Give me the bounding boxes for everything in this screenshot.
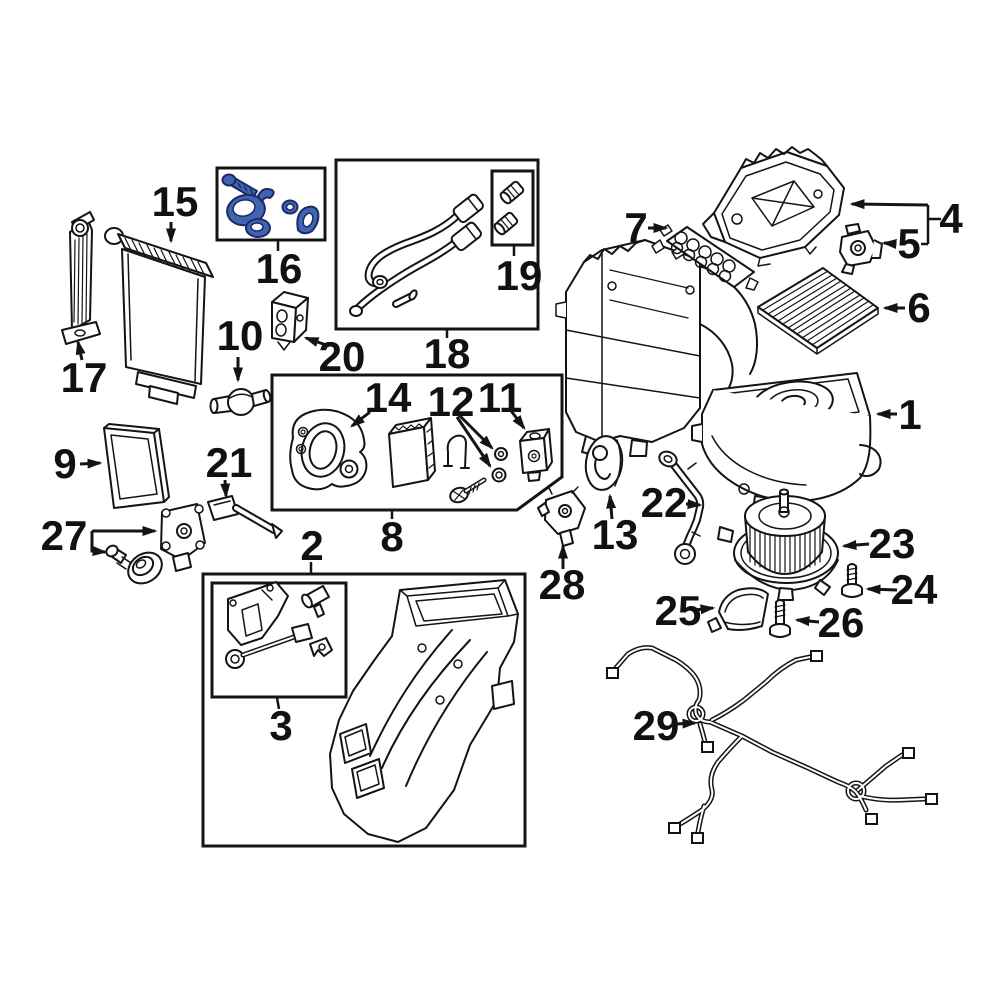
part-cover-scoop (707, 587, 769, 633)
group-hose-assembly-box (334, 158, 540, 331)
callout-1-label[interactable]: 1 (898, 391, 921, 438)
callout-17-label[interactable]: 17 (61, 354, 108, 401)
callout-9-arrow (79, 458, 103, 469)
group-heater-case-box (201, 572, 527, 848)
part-pipe-bracket (271, 291, 309, 351)
part-filter-panel (103, 423, 170, 509)
callout-15-label[interactable]: 15 (152, 178, 199, 225)
part-upper-inlet-housing (702, 146, 845, 267)
callout-4-bracket (921, 205, 941, 246)
callout-14-arrow (350, 410, 371, 428)
callout-5-arrow (881, 239, 897, 250)
part-blower-motor (717, 488, 839, 601)
callout-16-label[interactable]: 16 (256, 245, 303, 292)
callout-4-label[interactable]: 4 (939, 195, 963, 242)
callout-5-label[interactable]: 5 (897, 220, 920, 267)
part-side-bracket (61, 211, 101, 345)
callout-27-arrow-b (90, 531, 108, 557)
callout-21-label[interactable]: 21 (206, 439, 253, 486)
part-housing-bracket (839, 223, 883, 275)
part-check-valve (209, 388, 272, 416)
callout-8-label[interactable]: 8 (380, 513, 403, 560)
callout-22-label[interactable]: 22 (641, 479, 688, 526)
callout-12-arrow-b (455, 416, 492, 469)
callout-6-label[interactable]: 6 (907, 284, 930, 331)
callout-7-label[interactable]: 7 (624, 204, 647, 251)
callout-29-label[interactable]: 29 (633, 702, 680, 749)
callout-23-arrow (841, 540, 870, 550)
callout-24-arrow (865, 584, 898, 595)
callout-20-arrow (303, 336, 330, 348)
part-aspirator-funnel (105, 544, 163, 585)
callout-12-label[interactable]: 12 (428, 378, 475, 425)
callout-10-label[interactable]: 10 (217, 312, 264, 359)
part-actuator (160, 503, 206, 572)
group-seal-kit-box (215, 166, 327, 242)
callout-11-label[interactable]: 11 (478, 374, 522, 421)
callout-21-arrow (220, 479, 231, 499)
callout-3-leader (275, 697, 281, 710)
callout-23-label[interactable]: 23 (869, 520, 916, 567)
callout-28-label[interactable]: 28 (539, 561, 586, 608)
part-link-rod (207, 495, 283, 539)
callout-26-arrow (794, 616, 820, 627)
callout-25-arrow (693, 604, 716, 615)
callout-22-arrow (685, 499, 703, 510)
callout-13-label[interactable]: 13 (592, 511, 639, 558)
callout-25-label[interactable]: 25 (655, 587, 702, 634)
part-drain-tube (658, 450, 705, 565)
callout-20-label[interactable]: 20 (319, 333, 366, 380)
part-screw-26 (769, 599, 791, 638)
callout-2-label[interactable]: 2 (300, 522, 323, 569)
callout-27-label[interactable]: 27 (41, 512, 88, 559)
callout-29-arrow (675, 718, 698, 729)
part-hvac-housing-assembly (555, 239, 882, 511)
part-sensor-actuator (537, 485, 586, 547)
callout-24-label[interactable]: 24 (891, 566, 938, 613)
callout-3-label[interactable]: 3 (269, 702, 292, 749)
callout-4-arrow (849, 199, 929, 210)
part-screw-24 (841, 563, 863, 598)
callout-19-label[interactable]: 19 (496, 252, 543, 299)
callout-9-label[interactable]: 9 (53, 440, 76, 487)
part-wiring-harness (606, 645, 938, 844)
part-cabin-air-filter (757, 267, 879, 355)
callout-17-arrow (75, 339, 86, 361)
part-heater-core (104, 227, 214, 405)
callout-14-label[interactable]: 14 (365, 374, 412, 421)
group-evaporator-kit-box (270, 373, 564, 512)
callout-18-label[interactable]: 18 (424, 330, 471, 377)
callout-26-label[interactable]: 26 (818, 599, 865, 646)
part-grommet (584, 435, 624, 491)
callout-12-arrow-a (457, 413, 494, 450)
callout-11-arrow (507, 407, 526, 430)
callouts: 1 2 3 4 5 6 7 8 9 10 11 12 13 14 15 16 (41, 178, 964, 749)
callout-13-arrow (606, 493, 617, 520)
